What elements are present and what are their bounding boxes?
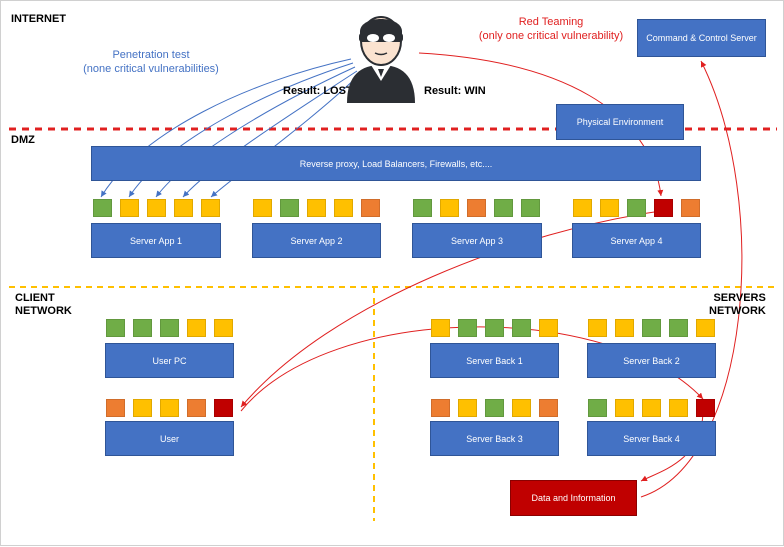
- back1-vulnerability-green-2: [458, 319, 477, 337]
- user-pc-box: User PC: [105, 343, 234, 378]
- userpc-vulnerability-yellow-4: [187, 319, 206, 337]
- physical-environment-box: Physical Environment: [556, 104, 684, 140]
- app4-vulnerability-yellow-1: [573, 199, 592, 217]
- redteam-note: Red Teaming (only one critical vulnerabi…: [446, 15, 656, 43]
- zone-label-servers: SERVERS NETWORK: [709, 292, 766, 318]
- app4-vulnerability-orange-5: [681, 199, 700, 217]
- app2-vulnerability-yellow-3: [307, 199, 326, 217]
- zone-label-internet: INTERNET: [11, 13, 66, 25]
- back3-vulnerability-yellow-2: [458, 399, 477, 417]
- back4-vulnerability-yellow-3: [642, 399, 661, 417]
- back3-vulnerability-green-3: [485, 399, 504, 417]
- app3-vulnerability-green-1: [413, 199, 432, 217]
- app3-vulnerability-yellow-2: [440, 199, 459, 217]
- back3-vulnerability-orange-5: [539, 399, 558, 417]
- redteam-arrow-to-user: [240, 210, 662, 408]
- pentest-note: Penetration test (none critical vulnerab…: [51, 48, 251, 76]
- data-information-box: Data and Information: [510, 480, 637, 516]
- server-back-1-box: Server Back 1: [430, 343, 559, 378]
- pentest-title: Penetration test: [112, 49, 190, 61]
- app2-vulnerability-green-2: [280, 199, 299, 217]
- back2-vulnerability-green-4: [669, 319, 688, 337]
- app4-vulnerability-yellow-2: [600, 199, 619, 217]
- app4-vulnerability-red-4: [654, 199, 673, 217]
- back4-vulnerability-red-5: [696, 399, 715, 417]
- back2-vulnerability-yellow-2: [615, 319, 634, 337]
- app1-vulnerability-green-1: [93, 199, 112, 217]
- back1-vulnerability-yellow-1: [431, 319, 450, 337]
- zone-label-client: CLIENT NETWORK: [15, 292, 72, 318]
- user-vulnerability-orange-1: [106, 399, 125, 417]
- pentest-subtitle: (none critical vulnerabilities): [83, 63, 219, 75]
- user-vulnerability-yellow-3: [160, 399, 179, 417]
- redteam-arrow-to-c2: [640, 60, 743, 498]
- server-app-4-box: Server App 4: [572, 223, 701, 258]
- redteam-title: Red Teaming: [518, 16, 584, 28]
- zone-label-dmz: DMZ: [11, 134, 35, 146]
- back1-vulnerability-yellow-5: [539, 319, 558, 337]
- app1-vulnerability-yellow-3: [147, 199, 166, 217]
- zone-label-servers-line1: SERVERS: [713, 292, 766, 304]
- app3-vulnerability-orange-3: [467, 199, 486, 217]
- zone-label-servers-line2: NETWORK: [709, 305, 766, 317]
- back4-vulnerability-green-1: [588, 399, 607, 417]
- back4-vulnerability-yellow-4: [669, 399, 688, 417]
- user-box: User: [105, 421, 234, 456]
- user-vulnerability-orange-4: [187, 399, 206, 417]
- app1-vulnerability-yellow-4: [174, 199, 193, 217]
- zone-label-client-line1: CLIENT: [15, 292, 55, 304]
- pentest-arrow-5: [210, 74, 360, 198]
- server-app-1-box: Server App 1: [91, 223, 221, 258]
- back2-vulnerability-yellow-1: [588, 319, 607, 337]
- user-vulnerability-yellow-2: [133, 399, 152, 417]
- redteam-subtitle: (only one critical vulnerability): [478, 30, 624, 42]
- back2-vulnerability-green-3: [642, 319, 661, 337]
- back3-vulnerability-orange-1: [431, 399, 450, 417]
- hacker-icon: [347, 16, 415, 103]
- back4-vulnerability-yellow-2: [615, 399, 634, 417]
- user-vulnerability-red-5: [214, 399, 233, 417]
- app3-vulnerability-green-4: [494, 199, 513, 217]
- result-win-label: Result: WIN: [424, 85, 486, 97]
- server-back-3-box: Server Back 3: [430, 421, 559, 456]
- server-back-2-box: Server Back 2: [587, 343, 716, 378]
- server-app-3-box: Server App 3: [412, 223, 542, 258]
- back3-vulnerability-yellow-4: [512, 399, 531, 417]
- pentest-arrow-4: [182, 70, 358, 198]
- command-control-server-box: Command & Control Server: [637, 19, 766, 57]
- app3-vulnerability-green-5: [521, 199, 540, 217]
- app2-vulnerability-yellow-4: [334, 199, 353, 217]
- userpc-vulnerability-green-1: [106, 319, 125, 337]
- server-back-4-box: Server Back 4: [587, 421, 716, 456]
- app2-vulnerability-yellow-1: [253, 199, 272, 217]
- server-app-2-box: Server App 2: [252, 223, 381, 258]
- zone-label-client-line2: NETWORK: [15, 305, 72, 317]
- result-lost-label: Result: LOST: [283, 85, 353, 97]
- back2-vulnerability-yellow-5: [696, 319, 715, 337]
- userpc-vulnerability-green-3: [160, 319, 179, 337]
- userpc-vulnerability-green-2: [133, 319, 152, 337]
- back1-vulnerability-green-4: [512, 319, 531, 337]
- app1-vulnerability-yellow-5: [201, 199, 220, 217]
- back1-vulnerability-green-3: [485, 319, 504, 337]
- app1-vulnerability-yellow-2: [120, 199, 139, 217]
- app2-vulnerability-orange-5: [361, 199, 380, 217]
- app4-vulnerability-green-3: [627, 199, 646, 217]
- userpc-vulnerability-yellow-5: [214, 319, 233, 337]
- reverse-proxy-bar: Reverse proxy, Load Balancers, Firewalls…: [91, 146, 701, 181]
